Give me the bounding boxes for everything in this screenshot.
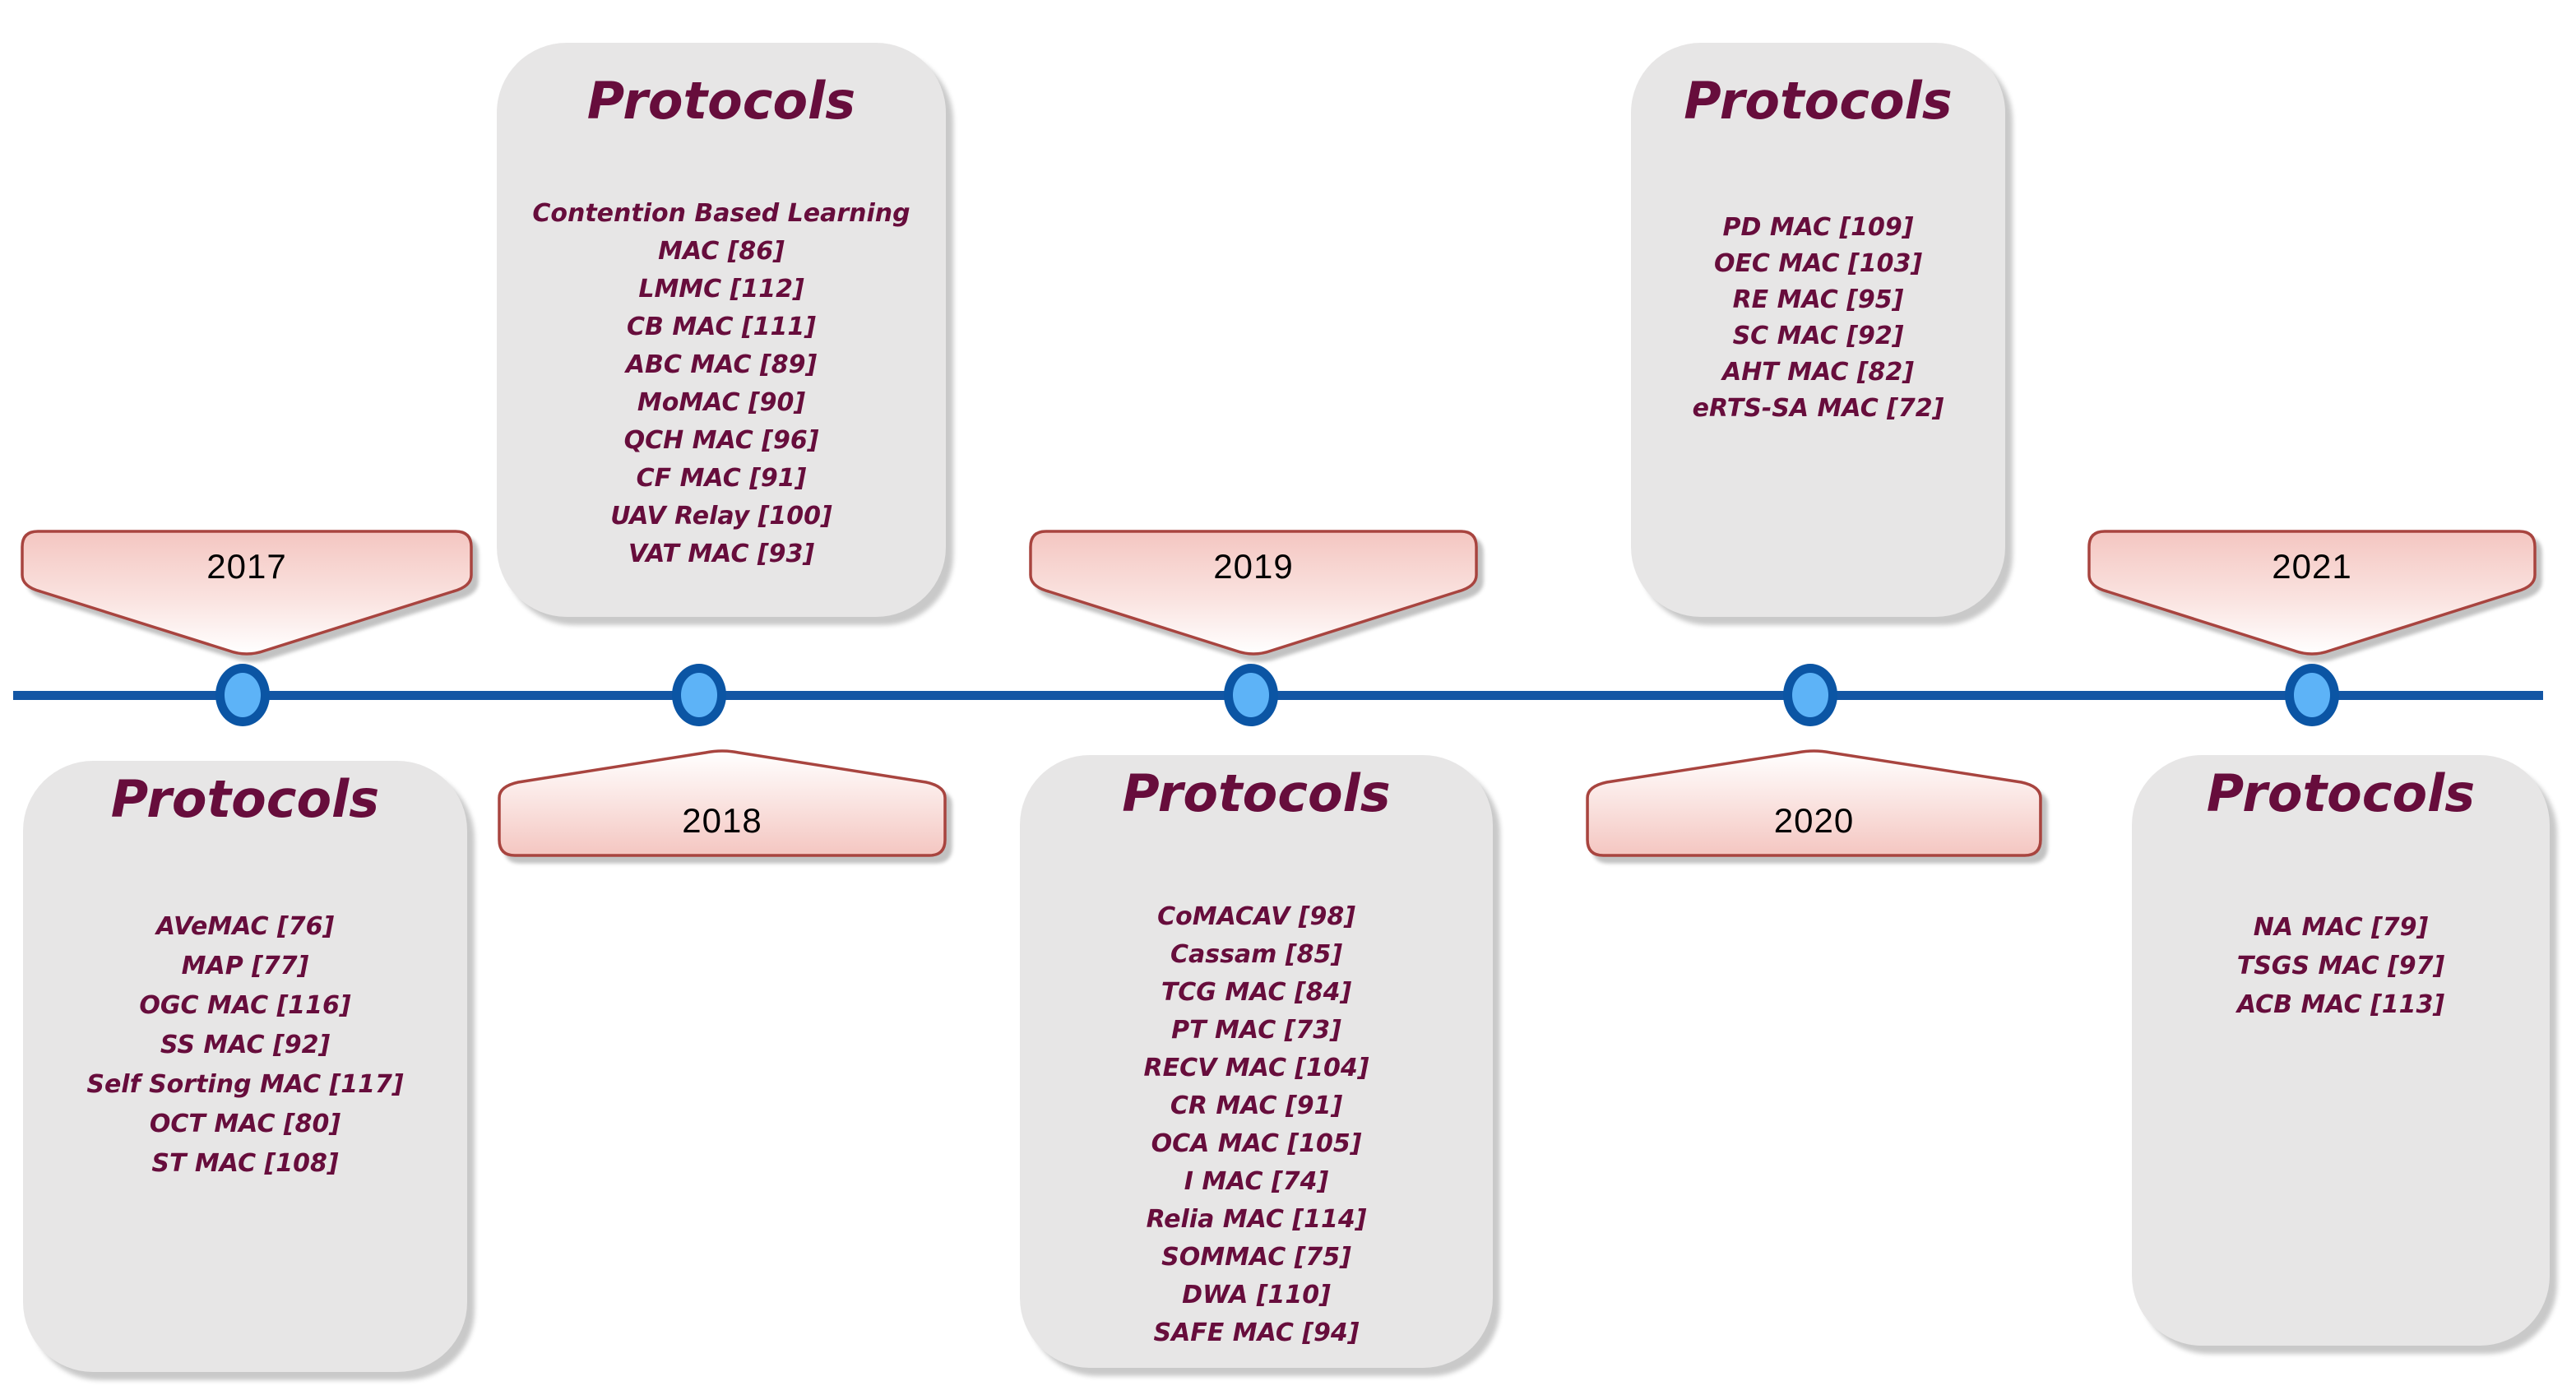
protocols-list: AVeMAC [76] MAP [77] OGC MAC [116] SS MAC [… xyxy=(35,907,456,1184)
protocols-title: Protocols xyxy=(1122,763,1391,823)
protocol-item: PD MAC [109] xyxy=(1722,213,1914,242)
protocol-item: SAFE MAC [94] xyxy=(1153,1319,1360,1347)
protocol-item: RECV MAC [104] xyxy=(1143,1054,1369,1082)
protocol-item: CR MAC [91] xyxy=(1170,1091,1343,1120)
protocol-item: Cassam [85] xyxy=(1170,940,1343,969)
protocol-item: MoMAC [90] xyxy=(637,388,806,417)
protocol-item: ACB MAC [113] xyxy=(2236,990,2445,1019)
protocol-item: MAP [77] xyxy=(181,952,309,980)
protocol-item: CF MAC [91] xyxy=(636,464,807,493)
year-label: 2021 xyxy=(2272,547,2352,586)
protocol-item: AVeMAC [76] xyxy=(155,912,335,941)
year-banner-2021: 2021 xyxy=(2087,529,2537,660)
protocol-item: OCT MAC [80] xyxy=(149,1110,341,1138)
protocols-box-2020: Protocols PD MAC [109] OEC MAC [103] RE MA… xyxy=(1631,43,2005,617)
protocol-item: eRTS-SA MAC [72] xyxy=(1692,394,1944,423)
protocols-box-2017: Protocols AVeMAC [76] MAP [77] OGC MAC [11… xyxy=(23,761,467,1372)
protocol-item: DWA [110] xyxy=(1182,1281,1331,1309)
protocol-item: I MAC [74] xyxy=(1184,1167,1329,1196)
protocol-item: CB MAC [111] xyxy=(627,313,816,341)
banner-shape xyxy=(2087,530,2537,656)
year-label: 2019 xyxy=(1213,547,1294,586)
protocol-item: TCG MAC [84] xyxy=(1161,978,1352,1007)
protocol-item: OEC MAC [103] xyxy=(1713,249,1923,278)
protocols-title: Protocols xyxy=(2206,763,2476,823)
protocols-title: Protocols xyxy=(110,769,380,829)
protocol-item: CoMACAV [98] xyxy=(1157,902,1355,931)
protocol-item: OCA MAC [105] xyxy=(1151,1129,1362,1158)
timeline-node-2020 xyxy=(1783,664,1837,726)
protocols-list: CoMACAV [98] Cassam [85] TCG MAC [84] PT MA… xyxy=(1031,898,1481,1352)
protocol-item: NA MAC [79] xyxy=(2253,913,2429,942)
protocol-item: RE MAC [95] xyxy=(1732,285,1904,314)
protocol-item: SS MAC [92] xyxy=(160,1031,331,1059)
protocols-title: Protocols xyxy=(1684,71,1953,131)
protocol-item: QCH MAC [96] xyxy=(623,426,819,455)
protocol-item: ABC MAC [89] xyxy=(625,350,818,379)
protocol-item: PT MAC [73] xyxy=(1171,1016,1341,1045)
protocol-item: LMMC [112] xyxy=(638,275,804,304)
protocol-item: Self Sorting MAC [117] xyxy=(86,1070,404,1099)
protocol-item: SOMMAC [75] xyxy=(1161,1243,1351,1272)
banner-shape xyxy=(1586,749,2042,857)
protocol-item: Contention Based Learning MAC [86] xyxy=(532,199,910,266)
timeline-node-2018 xyxy=(672,664,726,726)
protocol-item: AHT MAC [82] xyxy=(1721,358,1914,387)
year-label: 2018 xyxy=(682,801,762,840)
protocols-list: NA MAC [79] TSGS MAC [97] ACB MAC [113] xyxy=(2143,908,2538,1024)
protocols-box-2018: Protocols Contention Based Learning MAC … xyxy=(497,43,946,617)
protocol-item: Relia MAC [114] xyxy=(1146,1205,1367,1234)
year-label: 2017 xyxy=(206,547,287,586)
banner-shape xyxy=(1029,530,1478,656)
protocols-list: Contention Based Learning MAC [86] LMMC [… xyxy=(508,195,934,573)
timeline-node-2021 xyxy=(2285,664,2339,726)
protocols-list: PD MAC [109] OEC MAC [103] RE MAC [95] SC M… xyxy=(1642,210,1994,427)
protocol-item: OGC MAC [116] xyxy=(139,991,351,1020)
timeline-node-2017 xyxy=(215,664,270,726)
protocol-item: UAV Relay [100] xyxy=(610,502,832,531)
timeline-node-2019 xyxy=(1224,664,1278,726)
banner-shape xyxy=(21,530,473,656)
protocols-box-2021: Protocols NA MAC [79] TSGS MAC [97] ACB MA… xyxy=(2132,755,2550,1346)
protocol-item: ST MAC [108] xyxy=(151,1149,339,1178)
year-banner-2020: 2020 xyxy=(1585,747,2043,858)
protocols-box-2019: Protocols CoMACAV [98] Cassam [85] TCG MAC… xyxy=(1020,755,1493,1368)
timeline-line xyxy=(13,691,2543,700)
year-banner-2017: 2017 xyxy=(20,529,474,660)
protocol-item: SC MAC [92] xyxy=(1732,322,1904,350)
year-label: 2020 xyxy=(1773,801,1855,840)
year-banner-2018: 2018 xyxy=(497,747,947,858)
banner-shape xyxy=(498,749,947,857)
year-banner-2019: 2019 xyxy=(1028,529,1479,660)
protocol-item: VAT MAC [93] xyxy=(628,540,815,568)
protocols-title: Protocols xyxy=(586,71,856,131)
protocol-item: TSGS MAC [97] xyxy=(2236,952,2445,980)
